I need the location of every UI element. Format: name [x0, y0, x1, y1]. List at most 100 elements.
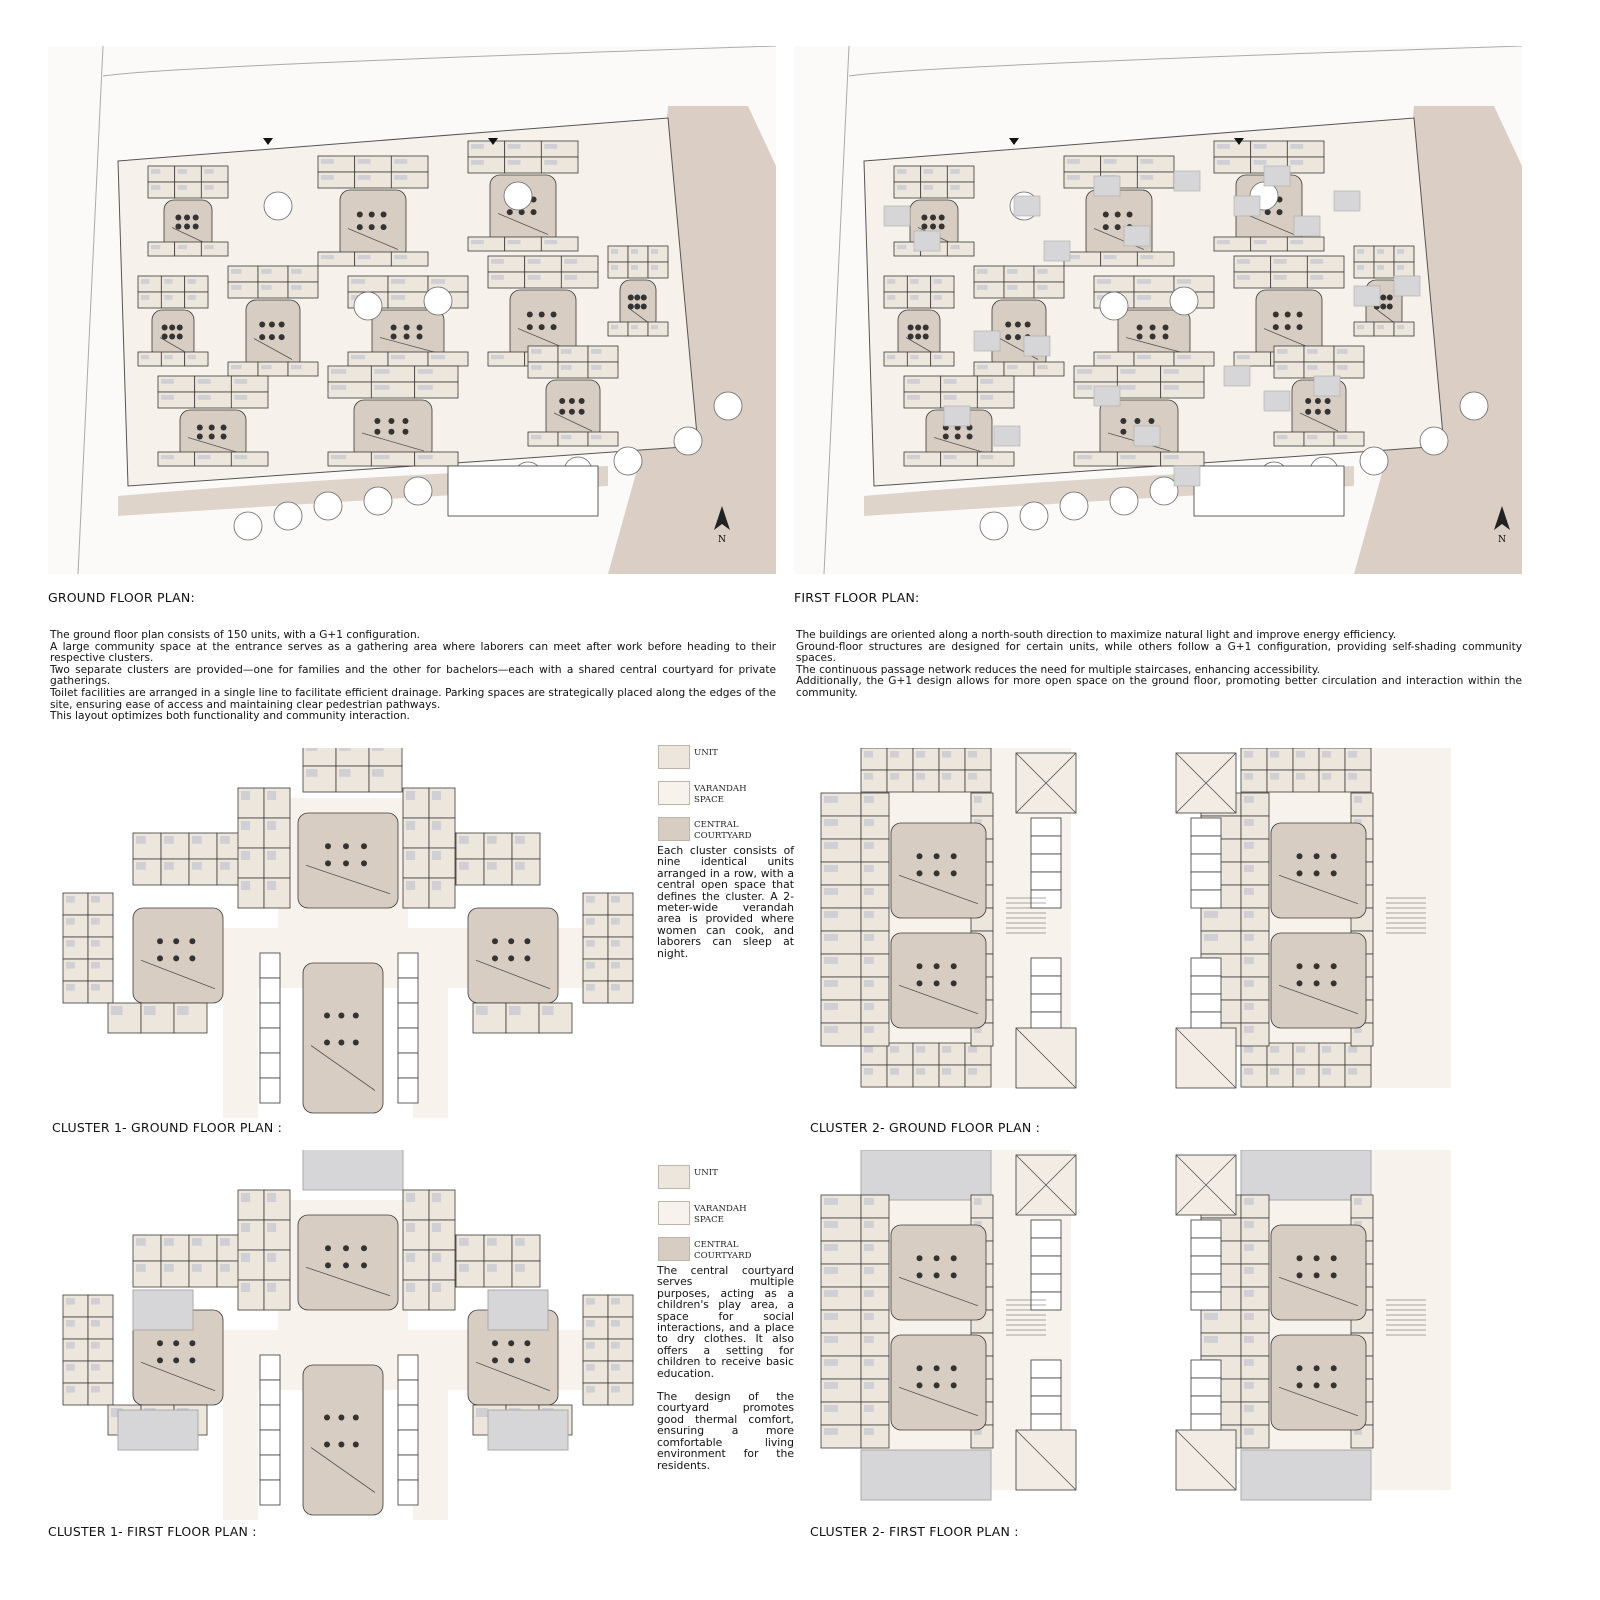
toilet-stall: [397, 1002, 419, 1029]
bed: [515, 1238, 525, 1246]
bed: [1397, 325, 1404, 330]
toilet-stall: [1030, 1413, 1062, 1433]
bed: [1244, 1405, 1254, 1412]
bed: [111, 1006, 123, 1015]
unit-room: [920, 181, 948, 199]
person-figure: [1313, 963, 1320, 970]
toilet-stall: [1190, 1395, 1222, 1415]
bed: [1244, 842, 1254, 849]
person-figure: [1386, 303, 1393, 310]
person-figure: [208, 433, 215, 440]
bed: [1140, 255, 1154, 260]
person-figure: [492, 1357, 498, 1364]
bed: [611, 962, 620, 969]
toilet-stall: [397, 977, 419, 1004]
bed: [204, 169, 214, 174]
central-courtyard: [297, 1214, 399, 1311]
person-figure: [508, 1340, 515, 1347]
bed: [916, 1046, 926, 1053]
person-figure: [1296, 980, 1303, 987]
bed: [864, 1313, 874, 1320]
varandah-corridor: [413, 928, 448, 1118]
person-figure: [169, 324, 176, 331]
tree-icon: [423, 286, 453, 316]
tree-icon: [1169, 286, 1199, 316]
bed: [1337, 349, 1348, 354]
bed: [432, 851, 442, 860]
bed: [974, 1198, 982, 1205]
north-arrow-icon: N: [1488, 504, 1516, 544]
bed: [824, 1405, 838, 1412]
toilet-stall: [259, 1404, 281, 1431]
bed: [864, 1290, 874, 1297]
bed: [1067, 175, 1080, 180]
unit-room: [174, 181, 202, 199]
toilet-stall: [1030, 993, 1062, 1013]
clothesline: [898, 984, 979, 1015]
bed: [974, 1221, 982, 1228]
roof-tile: [1123, 225, 1151, 247]
bed: [968, 773, 978, 780]
bed: [164, 1238, 174, 1246]
person-figure: [1024, 321, 1031, 328]
unit-room: [940, 375, 978, 393]
person-figure: [1136, 324, 1143, 331]
bed: [187, 295, 196, 300]
bed: [241, 1223, 251, 1232]
bed: [1348, 1068, 1358, 1075]
clothesline: [253, 338, 293, 360]
unit-room: [920, 165, 948, 183]
bed: [544, 144, 558, 149]
unit-room: [930, 275, 955, 293]
unit-room: [1033, 281, 1065, 299]
roof-panel: [1240, 1449, 1372, 1501]
person-figure: [1324, 398, 1331, 404]
bed: [177, 1006, 189, 1015]
bed: [890, 751, 900, 758]
person-figure: [361, 1262, 367, 1269]
toilet-stall: [259, 952, 281, 979]
unit-room: [1116, 365, 1162, 383]
bed: [1307, 365, 1318, 370]
bed: [864, 1046, 874, 1053]
clothesline: [305, 1266, 391, 1297]
bed: [374, 369, 390, 374]
person-figure: [526, 324, 533, 331]
bed: [391, 279, 405, 284]
bed: [515, 836, 525, 844]
bed: [111, 1408, 123, 1417]
unit-room: [200, 181, 229, 199]
clothesline: [140, 959, 216, 990]
person-figure: [640, 294, 647, 301]
toilet-stall: [1190, 993, 1222, 1013]
person-figure: [374, 428, 381, 435]
cluster1-first-description: The central courtyard serves multiple pu…: [657, 1265, 794, 1483]
roof-tile: [883, 205, 911, 227]
tree-icon: [1019, 501, 1049, 531]
cross-mark: [1015, 1429, 1077, 1491]
unit-room: [1393, 245, 1415, 263]
toilet-stall: [397, 1479, 419, 1506]
bed: [432, 1253, 442, 1262]
person-figure: [388, 418, 395, 424]
bed: [406, 1193, 416, 1202]
bed: [241, 881, 251, 890]
person-figure: [361, 843, 367, 850]
person-figure: [933, 1365, 940, 1372]
bed: [1237, 275, 1250, 280]
bed: [1037, 365, 1048, 370]
person-figure: [627, 294, 634, 301]
bed: [887, 279, 896, 284]
toilet-stall: [1030, 1359, 1062, 1379]
tree-icon: [1099, 291, 1129, 321]
bed: [1244, 1428, 1254, 1435]
unit-room: [627, 245, 649, 263]
cluster2-ground-caption: CLUSTER 2- GROUND FLOOR PLAN :: [810, 1120, 1041, 1135]
bed: [1037, 269, 1048, 274]
bed: [267, 1253, 277, 1262]
bed: [321, 175, 334, 180]
bed: [66, 896, 75, 903]
clothesline: [475, 959, 551, 990]
bed: [306, 769, 318, 777]
